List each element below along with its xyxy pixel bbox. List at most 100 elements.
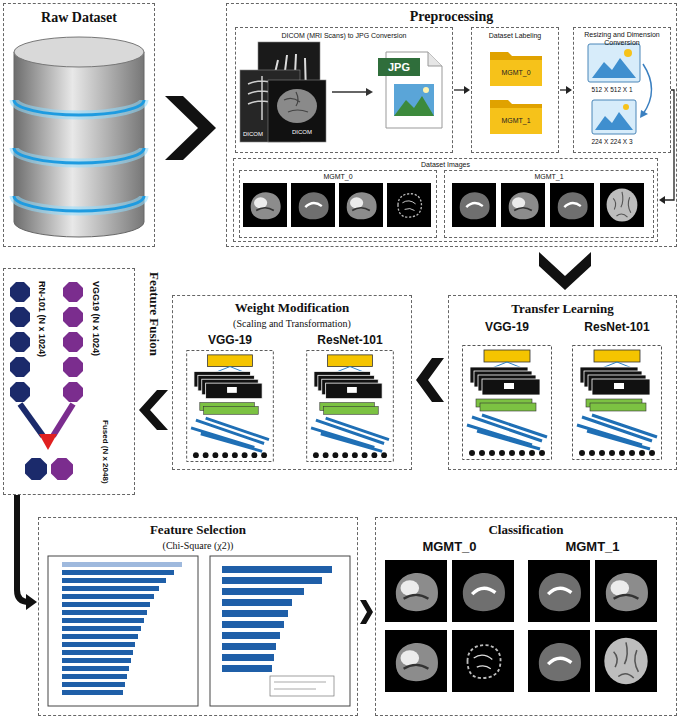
chi-square-charts [62, 658, 131, 663]
part-label: MGMT_0 [385, 540, 514, 555]
curved-arrow [17, 495, 37, 610]
part-label: 512 X 512 X 1 [580, 86, 644, 93]
mri-tiles [600, 183, 644, 227]
flow-arrow [664, 90, 674, 200]
box-title: MGMT_1 [445, 173, 653, 181]
feature-vectors [39, 434, 57, 450]
box-title: Classification [376, 523, 676, 538]
feature-vectors [53, 404, 73, 436]
box-title: MGMT_0 [240, 173, 436, 181]
box-subtitle: (Chi-Square (χ2)) [39, 540, 357, 552]
box-title: Feature Selection [39, 523, 357, 538]
network-drawings [463, 346, 552, 460]
feature-vectors [10, 282, 83, 480]
image-icons [592, 100, 636, 134]
mri-tiles [452, 183, 496, 227]
chi-square-charts [48, 556, 198, 706]
stage-box: Raw Dataset [3, 3, 155, 247]
feature-vectors [63, 382, 83, 402]
jpg-file-icon [394, 96, 434, 116]
step-box: MGMT_1 [444, 170, 654, 238]
step-box: Dataset ImagesMGMT_0 MGMT_1 [233, 158, 658, 242]
network-drawings [187, 346, 662, 462]
database-icon [14, 100, 144, 211]
conversion-arrow [366, 88, 373, 96]
classified-tiles [452, 560, 514, 622]
part-label: ResNet-101 [300, 334, 400, 348]
part-label: VGG19 (N x 1024) [91, 281, 101, 356]
conversion-arrow [332, 91, 367, 93]
chi-square-charts [62, 562, 182, 567]
image-icons [592, 58, 636, 78]
part-label: JPG [378, 61, 420, 74]
chi-square-charts [222, 621, 284, 628]
network-drawings [187, 350, 274, 461]
flow-arrow [454, 89, 465, 90]
mri-tiles [243, 183, 287, 227]
step-box: DICOM (MRI Scans) to JPG Conversion [235, 27, 453, 153]
part-label: ResNet-101 [567, 321, 667, 335]
part-label: VGG-19 [457, 321, 557, 335]
stage-box: PreprocessingDICOM (MRI Scans) to JPG Co… [226, 3, 677, 247]
feature-vectors [63, 332, 83, 352]
step-box: Dataset Labeling [471, 27, 559, 153]
network-drawings [573, 346, 662, 460]
mri-tiles [550, 183, 594, 227]
mri-tiles [501, 183, 545, 227]
dicom-scans [277, 89, 317, 123]
curved-arrow [17, 495, 29, 602]
chi-square-charts [222, 665, 272, 672]
chi-square-charts [62, 690, 123, 695]
chevron-arrow [139, 390, 168, 430]
feature-vectors [63, 307, 83, 327]
image-icons [640, 110, 648, 118]
chevron-arrow [165, 96, 216, 160]
chevron-arrow [139, 390, 168, 430]
database-icon [14, 37, 144, 237]
chevron-arrow [416, 358, 444, 402]
chi-square-charts [222, 599, 292, 606]
box-title: Dataset Images [234, 161, 657, 169]
chi-square-charts [222, 566, 332, 672]
part-label: Fused (N x 2048) [101, 420, 110, 484]
chi-square-charts [62, 666, 129, 671]
feature-vectors [10, 307, 30, 327]
box-subtitle: (Scaling and Transformation) [173, 318, 411, 330]
feature-vectors [10, 382, 30, 402]
part-label: DICOM [292, 129, 312, 136]
chi-square-charts [274, 682, 326, 689]
mri-tiles [339, 183, 383, 227]
classified-tiles [452, 630, 514, 692]
part-label: DICOM [243, 131, 263, 138]
dicom-scans [284, 92, 308, 112]
stage-box: Classification [375, 517, 677, 716]
image-icons [623, 104, 629, 110]
chi-square-charts [62, 642, 135, 647]
database-icon [14, 100, 144, 211]
part-label: 224 X 224 X 3 [580, 138, 644, 145]
box-title: Dataset Labeling [472, 32, 558, 40]
stage-box: Feature Fusion [3, 268, 135, 495]
jpg-file-icon [378, 52, 442, 128]
chi-square-charts [62, 674, 127, 679]
chi-square-charts [222, 566, 332, 573]
database-icon [14, 52, 144, 237]
chi-square-charts [62, 594, 154, 599]
part-label: MGMT_1 [488, 117, 544, 125]
arrow-head [566, 86, 572, 94]
image-icons [643, 64, 652, 114]
box-title: Preprocessing [227, 9, 676, 25]
classified-tiles [528, 560, 590, 622]
flow-arrow [659, 90, 674, 204]
classified-tiles [528, 630, 590, 692]
chevron-arrow [360, 600, 373, 624]
feature-vectors [63, 357, 83, 377]
part-label: MGMT_0 [488, 69, 544, 77]
part-label: MGMT_1 [528, 540, 657, 555]
arrow-head [659, 196, 665, 204]
feature-vectors [20, 404, 43, 436]
chi-square-charts [222, 588, 304, 595]
chevron-arrow [539, 252, 591, 290]
chi-square-charts [222, 654, 274, 661]
